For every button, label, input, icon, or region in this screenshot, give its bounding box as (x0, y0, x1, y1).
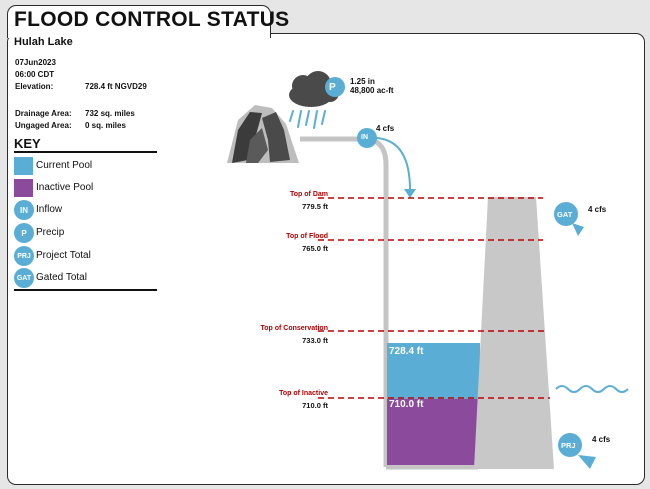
key-label: Precip (36, 227, 65, 238)
drainage-area-label: Drainage Area: (15, 109, 72, 118)
level-name: Top of Flood (286, 233, 328, 240)
inflow-icon: IN (14, 200, 34, 220)
project-circle-label: PRJ (561, 441, 576, 450)
precip-volume: 48,800 ac-ft (350, 86, 394, 95)
tailwater-waves (555, 385, 629, 393)
key-divider-top (14, 151, 157, 153)
inactive-pool-swatch (14, 179, 33, 197)
precip-circle (325, 77, 345, 97)
top-of-flood-label: Top of Flood 765.0 ft (168, 233, 328, 255)
key-label: Inactive Pool (36, 182, 94, 193)
key-item-inflow: IN Inflow (14, 200, 154, 220)
gated-total-icon: GAT (14, 268, 34, 288)
project-total-icon: PRJ (14, 246, 34, 266)
inflow-channel (300, 136, 389, 467)
precip-depth: 1.25 in (350, 77, 375, 86)
level-name: Top of Inactive (279, 390, 328, 397)
key-divider-bottom (14, 289, 157, 291)
date-text: 07Jun2023 (15, 58, 56, 67)
key-item-precip: P Precip (14, 223, 154, 243)
key-title: KEY (14, 136, 41, 151)
elevation-label: Elevation: (15, 82, 54, 91)
project-total-icon (558, 433, 596, 469)
inflow-circle (357, 128, 377, 148)
inactive-pool-fill (387, 399, 480, 465)
key-item-inactive-pool: Inactive Pool (14, 178, 154, 198)
ungaged-area-value: 0 sq. miles (85, 121, 126, 130)
current-pool-label: 728.4 ft (389, 346, 424, 357)
gated-total-value: 4 cfs (588, 205, 607, 214)
level-name: Top of Conservation (260, 325, 328, 332)
ungaged-area-label: Ungaged Area: (15, 121, 72, 130)
drainage-area-value: 732 sq. miles (85, 109, 135, 118)
top-of-dam-label: Top of Dam 779.5 ft (168, 191, 328, 213)
key-label: Current Pool (36, 160, 93, 171)
precip-icon: P (14, 223, 34, 243)
inflow-value: 4 cfs (376, 124, 395, 133)
time-text: 06:00 CDT (15, 70, 55, 79)
key-label: Inflow (36, 204, 63, 215)
key-label: Project Total (36, 250, 91, 261)
level-value: 765.0 ft (302, 244, 328, 253)
level-value: 710.0 ft (302, 401, 328, 410)
inflow-circle-label: IN (361, 134, 368, 141)
top-of-inactive-label: Top of Inactive 710.0 ft (168, 390, 328, 412)
page-title: FLOOD CONTROL STATUS (14, 8, 290, 31)
key-item-project-total: PRJ Project Total (14, 246, 154, 266)
key-label: Gated Total (36, 272, 87, 283)
level-name: Top of Dam (290, 191, 328, 198)
gated-circle-label: GAT (557, 210, 573, 219)
level-value: 779.5 ft (302, 202, 328, 211)
dam-structure (474, 197, 554, 469)
inactive-pool-label: 710.0 ft (389, 399, 424, 410)
key-item-current-pool: Current Pool (14, 156, 154, 176)
level-value: 733.0 ft (302, 336, 328, 345)
precip-circle-label: P (329, 82, 336, 93)
elevation-value: 728.4 ft NGVD29 (85, 82, 147, 91)
mountain-icon (227, 105, 299, 163)
inflow-arrow-head (404, 189, 416, 198)
inflow-arrow (375, 137, 411, 191)
lake-name: Hulah Lake (14, 36, 73, 48)
gated-total-icon (554, 202, 584, 236)
top-of-conservation-label: Top of Conservation 733.0 ft (168, 325, 328, 347)
project-total-value: 4 cfs (592, 435, 611, 444)
key-item-gated-total: GAT Gated Total (14, 268, 154, 288)
current-pool-fill (387, 343, 480, 399)
current-pool-swatch (14, 157, 33, 175)
